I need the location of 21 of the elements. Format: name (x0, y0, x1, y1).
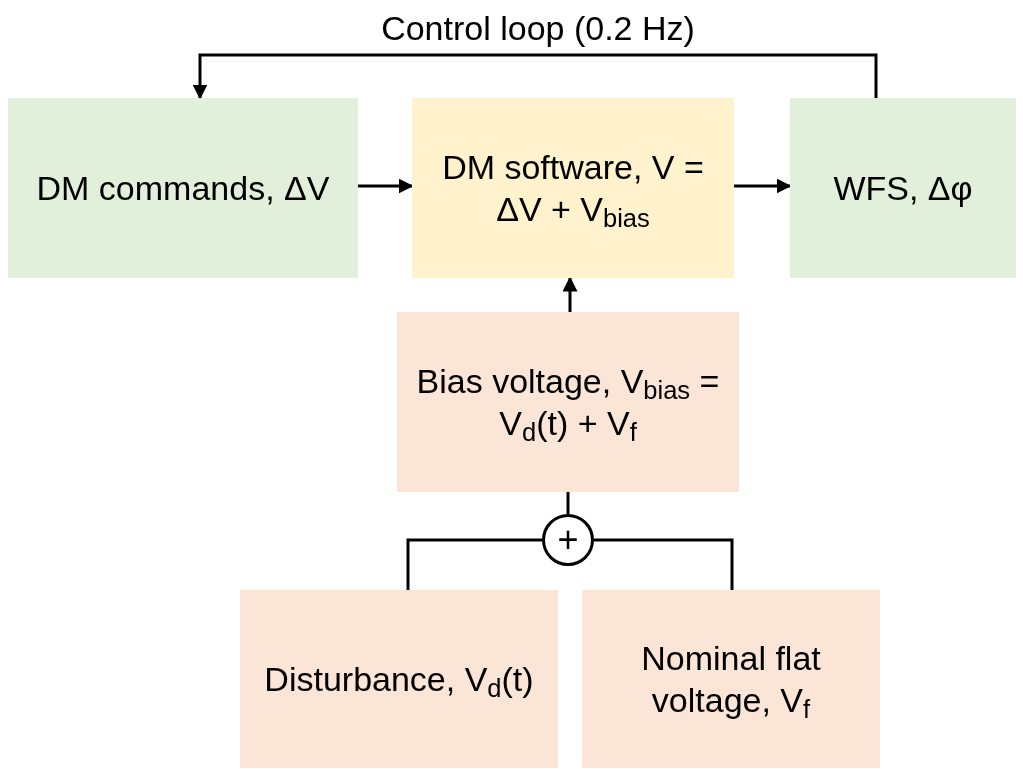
box-text: DM commands, ΔV (36, 167, 330, 209)
arrow (192, 53, 878, 100)
sum-junction: + (542, 514, 594, 566)
box-text: Disturbance, V$_{d}$(t) (264, 658, 534, 701)
connector-line (406, 538, 542, 590)
process-box (240, 590, 558, 768)
connector-line (594, 538, 734, 590)
box-text: DM software, V = ΔV + V$_{bias}$ (441, 146, 705, 231)
connector-line (566, 492, 570, 514)
box-text: Bias voltage, V$_{bias}$ = V$_{d}$(t) + V$_{f}$ (415, 360, 721, 445)
arrow (734, 178, 792, 194)
process-box (8, 98, 358, 278)
arrow (358, 178, 414, 194)
process-box (397, 312, 739, 492)
process-box (582, 590, 880, 768)
box-text: WFS, Δφ (833, 167, 973, 209)
process-box (412, 98, 734, 278)
box-text: Nominal flat voltage, V$_{f}$ (640, 637, 822, 722)
process-box (790, 98, 1016, 278)
edge-label: Control loop (0.2 Hz) (380, 11, 696, 45)
arrow (562, 276, 578, 312)
